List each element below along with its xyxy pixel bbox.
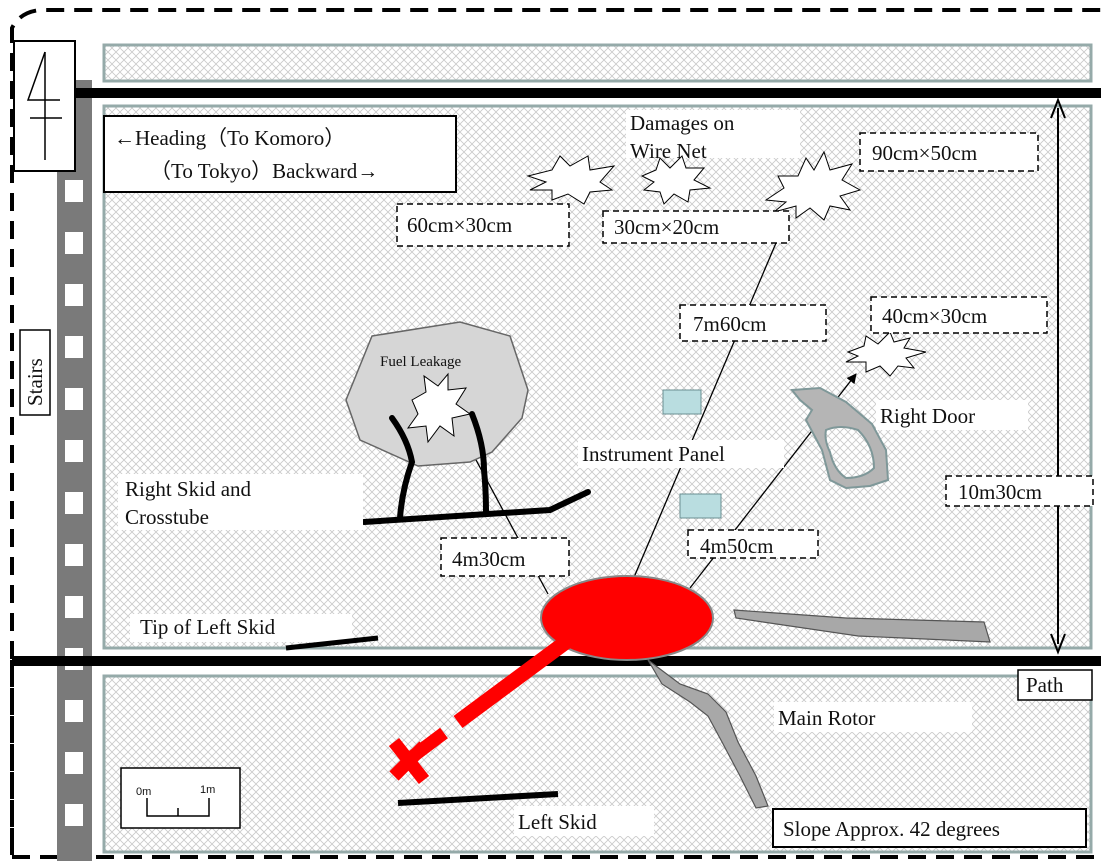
damages-label-line2: Wire Net xyxy=(630,139,707,163)
tip-left-skid-label-bg xyxy=(130,614,352,642)
measure-box-10m30 xyxy=(945,475,1094,507)
north-indicator: N xyxy=(13,40,76,172)
measure-box-4m30 xyxy=(440,537,570,577)
instrument-panel-label-bg xyxy=(578,440,784,468)
crosstube-front xyxy=(469,411,489,515)
damages-label-line1: Damages on xyxy=(630,111,735,135)
left-skid-label-bg xyxy=(514,806,654,836)
heading-forward: ←Heading（To Komoro） xyxy=(114,126,345,150)
measure-10m30: 10m30cm xyxy=(958,480,1042,504)
damage-burst-90x50 xyxy=(764,150,862,221)
main-rotor-label-bg xyxy=(774,702,972,732)
arrow-10m30-bottom xyxy=(1050,633,1066,655)
measure-30x20: 30cm×20cm xyxy=(614,215,719,239)
wire-net-top-strip xyxy=(102,43,1093,83)
slope-label: Slope Approx. 42 degrees xyxy=(783,817,1000,841)
measure-4m50: 4m50cm xyxy=(700,534,774,558)
right-door xyxy=(790,386,890,490)
stairs-label: Stairs xyxy=(23,358,47,406)
tail-boom xyxy=(453,635,571,729)
right-skid-label-bg xyxy=(118,474,363,530)
instrument-panel-label: Instrument Panel xyxy=(582,442,725,466)
main-rotor-label: Main Rotor xyxy=(778,706,875,730)
left-skid-label: Left Skid xyxy=(518,810,597,834)
arrow-10m30-top xyxy=(1050,97,1066,119)
measure-40x30: 40cm×30cm xyxy=(882,304,987,328)
measure-60x30: 60cm×30cm xyxy=(407,213,512,237)
damage-burst-60x30 xyxy=(526,155,616,205)
stairs-rail xyxy=(57,80,92,861)
slope-label-box xyxy=(772,808,1087,848)
measure-box-60x30 xyxy=(396,203,570,247)
left-skid xyxy=(397,791,559,806)
path-label-box xyxy=(1017,669,1093,701)
scale-end: 1m xyxy=(200,784,215,796)
line-7m60 xyxy=(631,242,777,583)
right-skid-label-line2: Crosstube xyxy=(125,505,209,529)
right-skid-label-line1: Right Skid and xyxy=(125,477,252,501)
measure-box-30x20 xyxy=(602,210,790,244)
site-boundary-dashed xyxy=(10,8,1101,855)
instrument-panel-piece-2 xyxy=(679,493,722,519)
scale-bar: 0m 1m xyxy=(120,767,241,829)
measure-4m30: 4m30cm xyxy=(452,547,526,571)
damage-burst-40x30 xyxy=(845,331,927,377)
measure-box-40x30 xyxy=(870,296,1048,334)
measure-box-90x50 xyxy=(859,132,1039,172)
stairs-label-box xyxy=(19,329,51,416)
main-rotor-on-slope xyxy=(647,659,769,809)
measure-90x50: 90cm×50cm xyxy=(872,141,977,165)
measure-7m60: 7m60cm xyxy=(693,312,767,336)
measure-box-7m60 xyxy=(679,304,827,342)
measure-box-4m50 xyxy=(687,529,819,559)
instrument-panel-piece-1 xyxy=(662,389,702,415)
fuselage xyxy=(540,575,714,661)
right-door-label-bg xyxy=(876,400,1028,430)
tip-left-skid-label: Tip of Left Skid xyxy=(140,615,276,639)
tail-fin-b xyxy=(389,741,429,781)
scale-start: 0m xyxy=(136,786,151,798)
right-skid xyxy=(361,489,591,525)
heading-box xyxy=(103,115,457,193)
right-door-label: Right Door xyxy=(880,404,975,428)
rotor-blade-on-net xyxy=(733,609,991,643)
wire-net-main xyxy=(102,104,1093,650)
fuel-leakage-label: Fuel Leakage xyxy=(380,354,462,370)
crosstube-rear xyxy=(389,415,416,521)
path-label: Path xyxy=(1026,673,1064,697)
tip-left-skid xyxy=(285,635,379,651)
damage-burst-30x20 xyxy=(640,155,712,205)
heading-backward: （To Tokyo）Backward→ xyxy=(150,159,378,183)
damages-label-bg xyxy=(626,110,800,158)
